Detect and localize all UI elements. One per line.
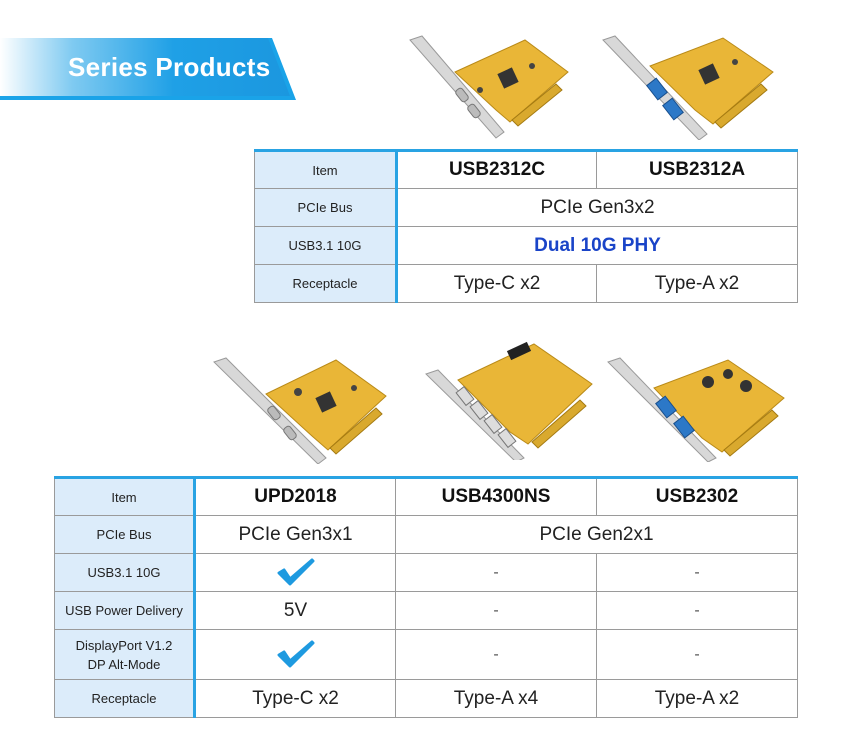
pcie-card-usb-a-quad-image — [425, 341, 593, 460]
receptacle-upd2018: Type-C x2 — [194, 679, 396, 718]
table-row: USB Power Delivery 5V - - — [54, 591, 798, 630]
power-delivery-usb2302: - — [596, 591, 798, 630]
displayport-upd2018 — [194, 629, 396, 680]
receptacle-usb2312c: Type-C x2 — [396, 264, 597, 303]
displayport-usb2302: - — [596, 629, 798, 680]
power-delivery-upd2018: 5V — [194, 591, 396, 630]
pcie-card-usb-a-image — [602, 35, 774, 140]
table-row: PCIe Bus PCIe Gen3x2 — [254, 188, 798, 227]
displayport-usb4300ns: - — [395, 629, 597, 680]
pcie-card-usb-c-image — [409, 35, 569, 139]
pcie-bus-upd2018: PCIe Gen3x1 — [194, 515, 396, 554]
checkmark-icon — [277, 558, 314, 585]
banner-ribbon-shape — [0, 38, 296, 100]
row-label-displayport: DisplayPort V1.2 DP Alt-Mode — [54, 629, 196, 680]
usb31-usb4300ns: - — [395, 553, 597, 592]
model-header-usb2312a: USB2312A — [596, 149, 798, 189]
receptacle-usb4300ns: Type-A x4 — [395, 679, 597, 718]
spec-table-2: Item UPD2018 USB4300NS USB2302 PCIe Bus … — [54, 476, 798, 718]
model-header-usb2302: USB2302 — [596, 476, 798, 516]
displayport-label-line2: DP Alt-Mode — [87, 656, 161, 672]
row-label-power-delivery: USB Power Delivery — [54, 591, 196, 630]
pcie-card-usb-a-blue-image — [607, 357, 785, 462]
row-label-usb31: USB3.1 10G — [54, 553, 196, 592]
table-row: Receptacle Type-C x2 Type-A x4 Type-A x2 — [54, 679, 798, 718]
spec-table-1: Item USB2312C USB2312A PCIe Bus PCIe Gen… — [254, 149, 798, 303]
usb31-usb2302: - — [596, 553, 798, 592]
item-header-cell: Item — [254, 149, 398, 189]
item-header-cell: Item — [54, 476, 196, 516]
table-row: Receptacle Type-C x2 Type-A x2 — [254, 264, 798, 303]
row-label-receptacle: Receptacle — [254, 264, 398, 303]
checkmark-icon — [277, 640, 314, 667]
model-header-usb4300ns: USB4300NS — [395, 476, 597, 516]
row-label-usb31: USB3.1 10G — [254, 226, 398, 265]
model-header-upd2018: UPD2018 — [194, 476, 396, 516]
receptacle-usb2312a: Type-A x2 — [596, 264, 798, 303]
usb31-value: Dual 10G PHY — [396, 226, 798, 265]
pcie-bus-usb4300ns-usb2302: PCIe Gen2x1 — [395, 515, 798, 554]
row-label-pcie-bus: PCIe Bus — [54, 515, 196, 554]
table-row: USB3.1 10G - - — [54, 553, 798, 592]
section-banner: Series Products — [0, 38, 300, 100]
row-label-pcie-bus: PCIe Bus — [254, 188, 398, 227]
usb31-upd2018 — [194, 553, 396, 592]
row-label-receptacle: Receptacle — [54, 679, 196, 718]
displayport-label-line1: DisplayPort V1.2 — [75, 637, 173, 653]
model-header-usb2312c: USB2312C — [396, 149, 597, 189]
table-row: Item USB2312C USB2312A — [254, 149, 798, 189]
receptacle-usb2302: Type-A x2 — [596, 679, 798, 718]
pcie-card-usb-c-dual-image — [213, 357, 387, 464]
power-delivery-usb4300ns: - — [395, 591, 597, 630]
section-title: Series Products — [68, 52, 271, 82]
table-row: PCIe Bus PCIe Gen3x1 PCIe Gen2x1 — [54, 515, 798, 554]
table-row: Item UPD2018 USB4300NS USB2302 — [54, 476, 798, 516]
pcie-bus-value: PCIe Gen3x2 — [396, 188, 798, 227]
table-row: USB3.1 10G Dual 10G PHY — [254, 226, 798, 265]
table-row: DisplayPort V1.2 DP Alt-Mode - - — [54, 629, 798, 680]
